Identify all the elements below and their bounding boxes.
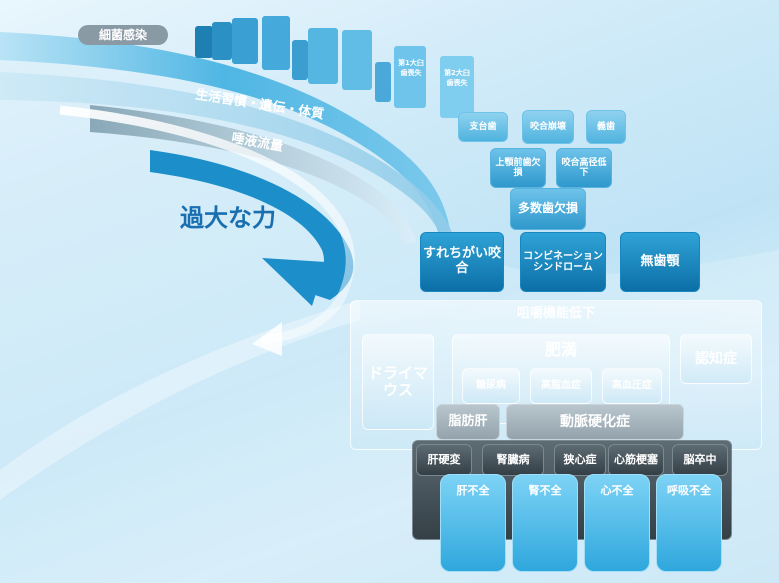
oral-edentulous: 無歯顎 <box>620 232 700 292</box>
oral-bite-height-loss: 咬合高径低下 <box>556 148 612 188</box>
force-label: 過大な力 <box>180 204 276 232</box>
oral-abutment: 支台歯 <box>458 112 508 142</box>
myocardial-infarction-box: 心筋梗塞 <box>608 444 664 476</box>
cirrhosis-box: 肝硬変 <box>416 444 472 476</box>
tooth-loss-blocks <box>195 16 474 118</box>
arteriosclerosis-box: 動脈硬化症 <box>506 404 684 440</box>
heart-failure-box: 心不全 <box>584 474 650 572</box>
fatty-liver-box: 脂肪肝 <box>436 404 500 440</box>
respiratory-failure-box: 呼吸不全 <box>656 474 722 572</box>
tooth-step-second-molar: 第2大臼歯喪失 <box>444 69 470 87</box>
oral-multiple-tooth-loss: 多数歯欠損 <box>510 188 586 230</box>
oral-combination-syndrome: コンビネーションシンドローム <box>520 232 606 292</box>
kidney-failure-box: 腎不全 <box>512 474 578 572</box>
hyperlipidemia-box: 高脂血症 <box>530 368 592 404</box>
kidney-disease-box: 腎臓病 <box>482 444 544 476</box>
diabetes-box: 糖尿病 <box>462 368 520 404</box>
hypertension-box: 高血圧症 <box>602 368 662 404</box>
dementia-box: 認知症 <box>680 334 752 384</box>
oral-occlusion-collapse: 咬合崩壊 <box>522 110 574 144</box>
dry-mouth-box: ドライマウス <box>362 334 434 430</box>
tooth-step-first-molar: 第1大臼歯喪失 <box>398 59 424 77</box>
oral-upper-front-loss: 上顎前歯欠損 <box>490 148 546 188</box>
infection-label: 細菌感染 <box>78 25 168 45</box>
angina-box: 狭心症 <box>554 444 606 476</box>
stroke-box: 脳卒中 <box>672 444 728 476</box>
liver-failure-box: 肝不全 <box>440 474 506 572</box>
oral-denture: 義歯 <box>586 110 626 144</box>
oral-crossed-occlusion: すれちがい咬合 <box>420 232 504 292</box>
